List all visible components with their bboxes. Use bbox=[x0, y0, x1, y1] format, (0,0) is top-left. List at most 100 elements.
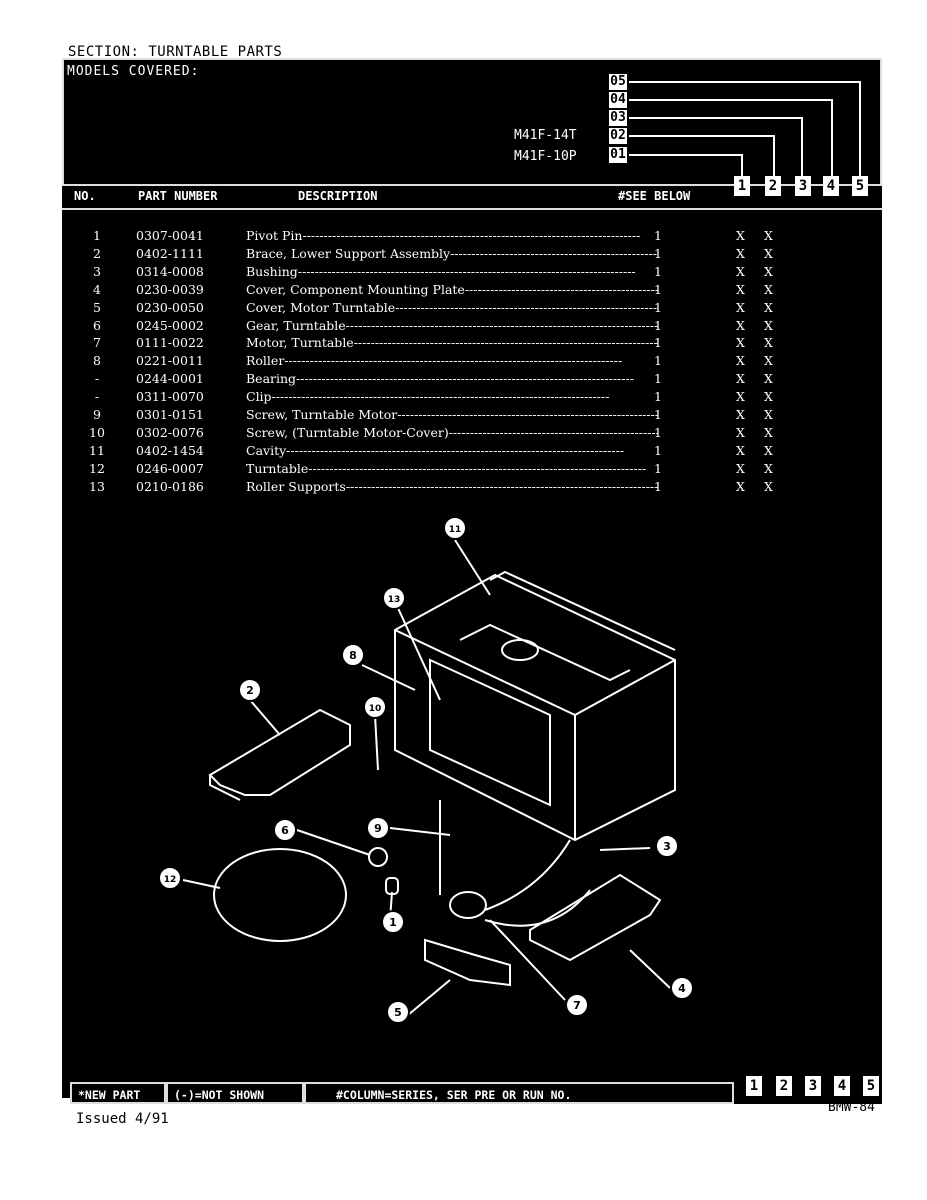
callout-circle bbox=[382, 586, 406, 610]
leader-line bbox=[397, 607, 441, 701]
part-no: - bbox=[94, 371, 100, 387]
series-code-box: 05 bbox=[609, 74, 627, 90]
callout-number: 9 bbox=[374, 822, 382, 835]
series-2-mark: X bbox=[764, 478, 773, 494]
part-quantity: 1 bbox=[654, 371, 662, 387]
series-2-mark: X bbox=[764, 299, 773, 315]
part-quantity: 1 bbox=[654, 460, 662, 476]
leader-line bbox=[389, 827, 451, 836]
callout-circle bbox=[158, 866, 182, 890]
model-name: M41F-10P bbox=[514, 149, 577, 164]
table-row: 1 0307-0041 Pivot Pin---------------------… bbox=[70, 228, 790, 245]
connector-line bbox=[629, 154, 743, 156]
callout-circle bbox=[670, 976, 694, 1000]
part-description: Clip------------------------------------… bbox=[246, 389, 610, 405]
part-quantity: 1 bbox=[654, 442, 662, 458]
part-number: 0245-0002 bbox=[136, 317, 204, 333]
callout-circle bbox=[565, 993, 589, 1017]
part-number: 0311-0070 bbox=[136, 389, 204, 405]
part-number: 0314-0008 bbox=[136, 263, 204, 279]
col-header-description: DESCRIPTION bbox=[298, 189, 378, 203]
leader-line bbox=[361, 664, 416, 691]
part-quantity: 1 bbox=[654, 245, 662, 261]
connector-line bbox=[773, 135, 775, 178]
connector-line bbox=[741, 154, 743, 178]
model-name: M41F-14T bbox=[514, 128, 577, 143]
table-header: NO. PART NUMBER DESCRIPTION #SEE BELOW bbox=[62, 186, 882, 210]
part-description: Bushing---------------------------------… bbox=[246, 263, 636, 279]
part-number: 0230-0050 bbox=[136, 299, 204, 315]
series-1-mark: X bbox=[736, 263, 745, 279]
series-2-mark: X bbox=[764, 317, 773, 333]
col-header-part-number: PART NUMBER bbox=[138, 189, 218, 203]
part-number: 0210-0186 bbox=[136, 478, 204, 494]
series-1-mark: X bbox=[736, 460, 745, 476]
part-no: 10 bbox=[89, 424, 105, 440]
part-no: 5 bbox=[93, 299, 101, 315]
part-number: 0402-1111 bbox=[136, 245, 204, 261]
cavity-flange bbox=[489, 570, 676, 651]
part-number: 0402-1454 bbox=[136, 442, 204, 458]
legend-column-note: #COLUMN=SERIES, SER PRE OR RUN NO. bbox=[304, 1082, 734, 1104]
part-description: Screw, Turntable Motor------------------… bbox=[246, 407, 658, 422]
leader-line bbox=[629, 949, 671, 989]
series-1-mark: X bbox=[736, 407, 745, 422]
series-2-mark: X bbox=[764, 245, 773, 261]
issued-date: Issued 4/91 bbox=[76, 1111, 169, 1127]
series-2-mark: X bbox=[764, 424, 773, 440]
brace-part bbox=[208, 708, 351, 796]
callout-circle bbox=[655, 834, 679, 858]
callout-circle bbox=[386, 1000, 410, 1024]
part-no: 1 bbox=[93, 228, 101, 243]
series-2-mark: X bbox=[764, 389, 773, 405]
connector-line bbox=[859, 81, 861, 178]
series-1-mark: X bbox=[736, 371, 745, 387]
series-2-mark: X bbox=[764, 460, 773, 476]
series-2-mark: X bbox=[764, 442, 773, 458]
part-number: 0246-0007 bbox=[136, 460, 204, 476]
series-code-box: 02 bbox=[609, 128, 627, 144]
cavity-opening bbox=[429, 658, 551, 807]
series-1-mark: X bbox=[736, 281, 745, 297]
part-no: - bbox=[94, 389, 100, 405]
series-1-mark: X bbox=[736, 228, 745, 243]
callout-number: 6 bbox=[281, 824, 289, 837]
footer-column-1: 1 bbox=[746, 1076, 762, 1096]
part-number: 0307-0041 bbox=[136, 228, 204, 243]
callout-number: 12 bbox=[164, 875, 177, 885]
legend-footer: *NEW PART (-)=NOT SHOWN #COLUMN=SERIES, … bbox=[70, 1082, 882, 1104]
part-description: Motor, Turntable------------------------… bbox=[246, 335, 658, 351]
series-1-mark: X bbox=[736, 245, 745, 261]
col-header-see-below: #SEE BELOW bbox=[618, 189, 691, 203]
table-row: - 0311-0070 Clip--------------------------… bbox=[70, 389, 790, 406]
leader-line bbox=[489, 919, 566, 1001]
callout-circle bbox=[273, 818, 297, 842]
part-description: Roller Supports-------------------------… bbox=[246, 478, 658, 494]
cavity-edge bbox=[394, 629, 676, 717]
part-quantity: 1 bbox=[654, 335, 662, 351]
part-no: 11 bbox=[89, 442, 105, 458]
wire bbox=[484, 889, 591, 927]
callout-circle bbox=[341, 643, 365, 667]
wire bbox=[484, 839, 571, 911]
footer-column-3: 3 bbox=[805, 1076, 821, 1096]
part-number: 0111-0022 bbox=[136, 335, 204, 351]
footer-column-2: 2 bbox=[776, 1076, 792, 1096]
leader-line bbox=[296, 829, 371, 856]
cavity-detail bbox=[459, 623, 631, 682]
part-description: Pivot Pin-------------------------------… bbox=[246, 228, 641, 243]
gear-part bbox=[368, 847, 388, 867]
connector-line bbox=[629, 99, 833, 101]
callout-circle bbox=[443, 516, 467, 540]
callout-number: 3 bbox=[663, 840, 671, 853]
models-covered-box bbox=[62, 58, 882, 186]
part-quantity: 1 bbox=[654, 353, 662, 369]
part-description: Bearing---------------------------------… bbox=[246, 371, 634, 387]
series-1-mark: X bbox=[736, 424, 745, 440]
